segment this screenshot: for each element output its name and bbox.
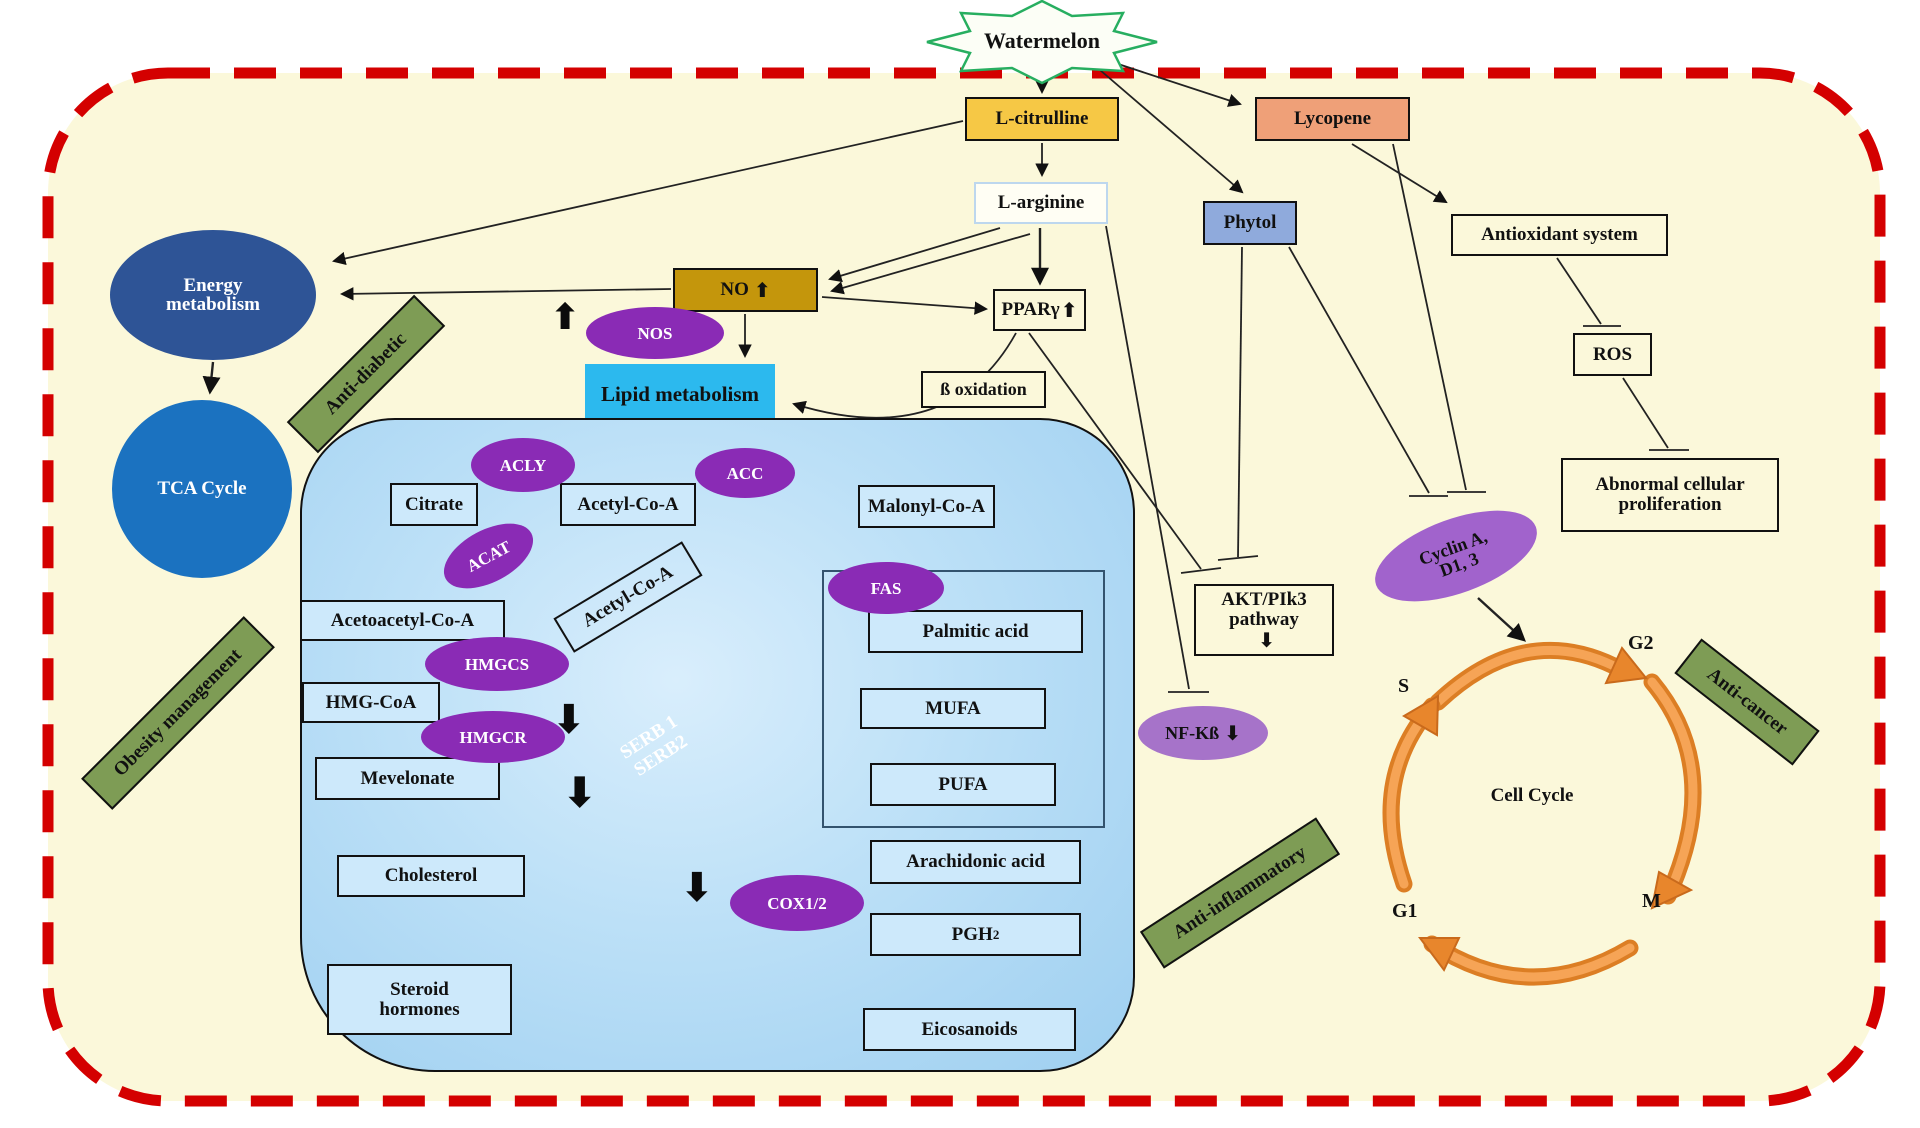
- node-lycopene: Lycopene: [1255, 97, 1410, 141]
- cell-cycle-arcs: [1382, 641, 1702, 986]
- enzyme-cox1-2: COX1/2: [730, 875, 864, 931]
- node-tca-cycle: TCA Cycle: [112, 400, 292, 578]
- node-pufa: PUFA: [870, 763, 1056, 806]
- node-cholesterol: Cholesterol: [337, 855, 525, 897]
- node-antioxidant-system: Antioxidant system: [1451, 214, 1668, 256]
- down-arrow-icon: ⬇: [1224, 721, 1241, 745]
- node-acetoacetyl-coa: Acetoacetyl-Co-A: [300, 600, 505, 641]
- watermelon-star: [926, 0, 1158, 85]
- node-ros: ROS: [1573, 333, 1652, 376]
- node-acetyl-coa: Acetyl-Co-A: [560, 483, 696, 526]
- node-energy-metabolism: Energy metabolism: [110, 230, 316, 360]
- node-mufa: MUFA: [860, 688, 1046, 729]
- node-phytol: Phytol: [1203, 201, 1297, 245]
- cell-cycle-phase-s: S: [1398, 675, 1410, 697]
- node-l-arginine: L-arginine: [974, 182, 1108, 224]
- up-arrow-icon: ⬆: [1060, 298, 1078, 322]
- node-citrate: Citrate: [390, 483, 478, 526]
- node-palmitic-acid: Palmitic acid: [868, 610, 1083, 653]
- fatty-acid-subpanel: [822, 570, 1105, 828]
- node-malonyl-coa: Malonyl-Co-A: [858, 485, 995, 528]
- cell-cycle-phase-g1: G1: [1392, 900, 1418, 922]
- up-arrow-icon: ⬆: [550, 297, 581, 338]
- node-beta-oxidation: ß oxidation: [921, 371, 1046, 408]
- enzyme-nos: NOS: [586, 307, 724, 359]
- down-arrow-icon: ⬇: [552, 697, 586, 743]
- node-nf-kb: NF-Kß ⬇: [1138, 706, 1268, 760]
- cell-cycle-center-label: Cell Cycle: [1490, 785, 1574, 806]
- node-l-citrulline: L-citrulline: [965, 97, 1119, 141]
- enzyme-hmgcr: HMGCR: [421, 711, 565, 763]
- enzyme-fas: FAS: [828, 562, 944, 614]
- enzyme-acly: ACLY: [471, 438, 575, 492]
- down-arrow-icon: ⬇: [1258, 627, 1275, 652]
- cell-cycle-phase-g2: G2: [1628, 632, 1654, 654]
- up-arrow-icon: ⬆: [753, 278, 771, 302]
- node-lipid-metabolism: Lipid metabolism: [585, 364, 775, 425]
- node-hmg-coa: HMG-CoA: [302, 682, 440, 723]
- node-abnormal-proliferation: Abnormal cellular proliferation: [1561, 458, 1779, 532]
- node-eicosanoids: Eicosanoids: [863, 1008, 1076, 1051]
- node-steroid-hormones: Steroid hormones: [327, 964, 512, 1035]
- watermelon-label: Watermelon: [983, 28, 1101, 53]
- cell-cycle-phase-m: M: [1642, 890, 1661, 912]
- node-mevelonate: Mevelonate: [315, 757, 500, 800]
- node-ppar-gamma: PPARγ ⬆: [993, 289, 1086, 331]
- node-akt-pik3: AKT/PIk3 pathway⬇: [1194, 584, 1334, 656]
- enzyme-acc: ACC: [695, 448, 795, 498]
- enzyme-hmgcs: HMGCS: [425, 637, 569, 691]
- down-arrow-icon: ⬇: [680, 865, 714, 911]
- node-no: NO ⬆: [673, 268, 818, 312]
- node-arachidonic-acid: Arachidonic acid: [870, 840, 1081, 884]
- down-arrow-icon: ⬇: [562, 768, 598, 817]
